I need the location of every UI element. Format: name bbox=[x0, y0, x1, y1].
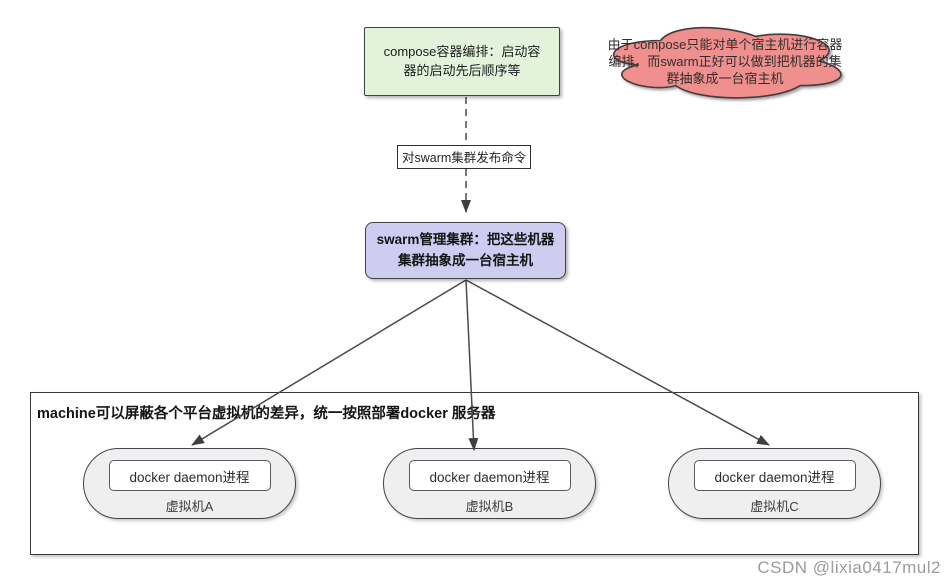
machine-container-title: machine可以屏蔽各个平台虚拟机的差异，统一按照部署docker 服务器 bbox=[37, 406, 496, 422]
docker-daemon-box: docker daemon进程 bbox=[408, 460, 571, 491]
docker-daemon-box: docker daemon进程 bbox=[108, 460, 271, 491]
edge-label-text: 对swarm集群发布命令 bbox=[402, 151, 527, 165]
docker-daemon-box: docker daemon进程 bbox=[693, 460, 856, 491]
compose-node-text: compose容器编排：启动容 器的启动先后顺序等 bbox=[383, 43, 541, 78]
cloud-path bbox=[613, 26, 842, 99]
cloud-note-text: 由于compose只能对单个宿主机进行容器 编排，而swarm正好可以做到把机器… bbox=[607, 37, 843, 87]
vm-label: 虚拟机B bbox=[465, 499, 514, 514]
csdn-watermark: CSDN @lixia0417mul2 bbox=[757, 558, 941, 578]
edge-label-publish-command: 对swarm集群发布命令 bbox=[397, 145, 532, 169]
vm-node-a: docker daemon进程 虚拟机A bbox=[83, 448, 296, 519]
watermark-text: CSDN @lixia0417mul2 bbox=[757, 558, 941, 577]
cloud-shape bbox=[613, 26, 842, 99]
swarm-node: swarm管理集群：把这些机器 集群抽象成一台宿主机 bbox=[365, 222, 566, 279]
compose-node: compose容器编排：启动容 器的启动先后顺序等 bbox=[364, 27, 560, 96]
swarm-node-text: swarm管理集群：把这些机器 集群抽象成一台宿主机 bbox=[376, 232, 555, 268]
vm-label: 虚拟机C bbox=[750, 499, 799, 514]
vm-node-c: docker daemon进程 虚拟机C bbox=[668, 448, 881, 519]
vm-node-b: docker daemon进程 虚拟机B bbox=[383, 448, 596, 519]
vm-label: 虚拟机A bbox=[165, 499, 214, 514]
